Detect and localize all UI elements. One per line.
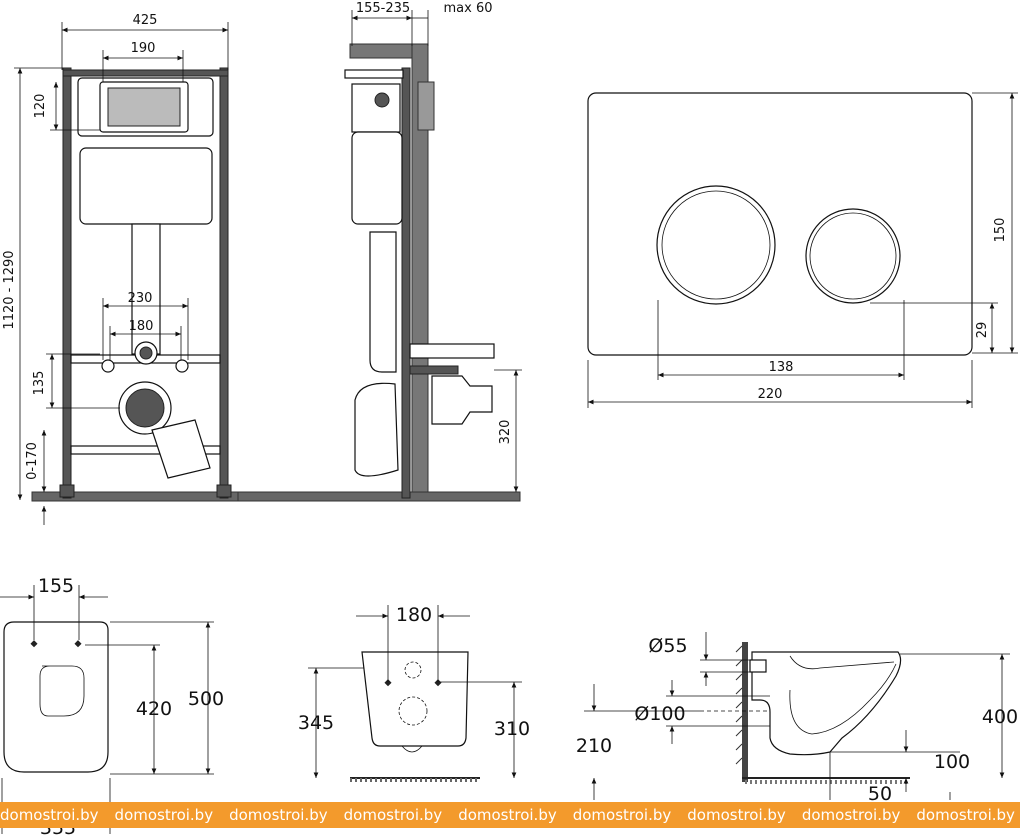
mounting-rod-lower xyxy=(409,365,459,375)
watermark: domostroi.by xyxy=(0,806,99,824)
dim-0-170: 0-170 xyxy=(25,442,40,480)
watermark: domostroi.by xyxy=(916,806,1015,824)
drain-outlet-inner xyxy=(125,388,165,428)
frame-foot-right xyxy=(216,484,232,498)
frame-post-side xyxy=(401,67,411,499)
water-inlet-core xyxy=(139,346,153,360)
dim-150: 150 xyxy=(993,218,1008,243)
dim-1120-1290: 1120 - 1290 xyxy=(2,250,17,329)
dim-max-60: max 60 xyxy=(444,1,493,16)
dim-190: 190 xyxy=(131,41,156,56)
back-mount-left xyxy=(384,679,392,687)
side-wall xyxy=(742,642,748,782)
dim-d100: Ø100 xyxy=(634,703,685,725)
back-outlet-hidden xyxy=(398,696,428,726)
valve-knob xyxy=(374,92,390,108)
watermark: domostroi.by xyxy=(114,806,214,824)
cistern-side xyxy=(351,131,403,225)
bowl-top-seat xyxy=(39,665,85,717)
dim-400: 400 xyxy=(982,706,1018,728)
front-view: 425 190 1120 - 1290 120 230 180 135 0-17… xyxy=(2,13,423,525)
side-inlet xyxy=(749,659,767,673)
dim-180-back: 180 xyxy=(396,604,432,626)
flush-pipe-side xyxy=(369,231,397,373)
bowl-side-outline xyxy=(751,651,902,756)
watermark: domostroi.by xyxy=(572,806,672,824)
mounting-rod-upper xyxy=(409,343,495,359)
bowl-side-view: Ø55 Ø100 210 400 100 50 xyxy=(576,632,1018,805)
bowl-back-outline xyxy=(361,651,469,747)
valve-mechanism xyxy=(107,87,181,127)
valve-head xyxy=(351,83,401,133)
frame-top-bar xyxy=(62,69,229,77)
watermark-bar: domostroi.by domostroi.by domostroi.by d… xyxy=(0,802,1020,828)
frame-left-post xyxy=(62,67,72,499)
flush-button-large[interactable] xyxy=(656,185,776,305)
frame-lower-crossbar xyxy=(70,445,221,455)
frame-foot-left xyxy=(59,484,75,498)
top-bracket xyxy=(344,69,404,79)
dim-138: 138 xyxy=(769,360,794,375)
bowl-back-view: 180 345 310 xyxy=(298,604,530,782)
flush-plate-profile xyxy=(417,81,435,131)
side-view: 155-235 max 60 320 xyxy=(237,1,522,502)
dim-100-side: 100 xyxy=(934,751,970,773)
flush-pipe xyxy=(131,223,161,355)
bowl-back-drain xyxy=(401,745,423,753)
dim-50: 50 xyxy=(868,783,892,805)
dim-420: 420 xyxy=(136,698,172,720)
cistern-tank xyxy=(79,147,213,225)
watermark: domostroi.by xyxy=(343,806,443,824)
drain-bend-side xyxy=(354,382,399,477)
dim-345: 345 xyxy=(298,712,334,734)
watermark: domostroi.by xyxy=(801,806,901,824)
frame-right-post xyxy=(219,67,229,499)
dim-155-235: 155-235 xyxy=(356,1,410,16)
bowl-inner xyxy=(789,663,897,735)
flush-plate-view: 138 220 150 29 xyxy=(587,92,1018,408)
dim-120: 120 xyxy=(33,94,48,119)
drain-elbow xyxy=(151,419,211,479)
dim-425: 425 xyxy=(133,13,158,28)
bowl-top-view: 155 500 420 355 xyxy=(0,575,224,836)
watermark: domostroi.by xyxy=(687,806,786,824)
dim-220: 220 xyxy=(758,387,783,402)
flush-plate xyxy=(587,92,973,356)
bowl-top-outline xyxy=(3,621,109,773)
dim-155: 155 xyxy=(38,575,74,597)
drain-connector xyxy=(431,375,493,425)
back-mount-right xyxy=(434,679,442,687)
mount-stud-left xyxy=(101,359,115,373)
dim-180-front: 180 xyxy=(129,319,154,334)
watermark: domostroi.by xyxy=(458,806,557,824)
watermark: domostroi.by xyxy=(229,806,328,824)
dim-230: 230 xyxy=(128,291,153,306)
dim-29: 29 xyxy=(975,322,990,339)
mount-stud-right xyxy=(175,359,189,373)
dim-310: 310 xyxy=(494,718,530,740)
dim-320: 320 xyxy=(498,420,513,445)
flush-button-small[interactable] xyxy=(805,208,901,304)
dim-210: 210 xyxy=(576,735,612,757)
dim-d55: Ø55 xyxy=(648,635,687,657)
dim-500: 500 xyxy=(188,688,224,710)
floor-slab-side xyxy=(237,491,521,502)
back-inlet-hidden xyxy=(404,661,422,679)
dim-135: 135 xyxy=(32,371,47,396)
bowl-rim xyxy=(789,655,895,670)
